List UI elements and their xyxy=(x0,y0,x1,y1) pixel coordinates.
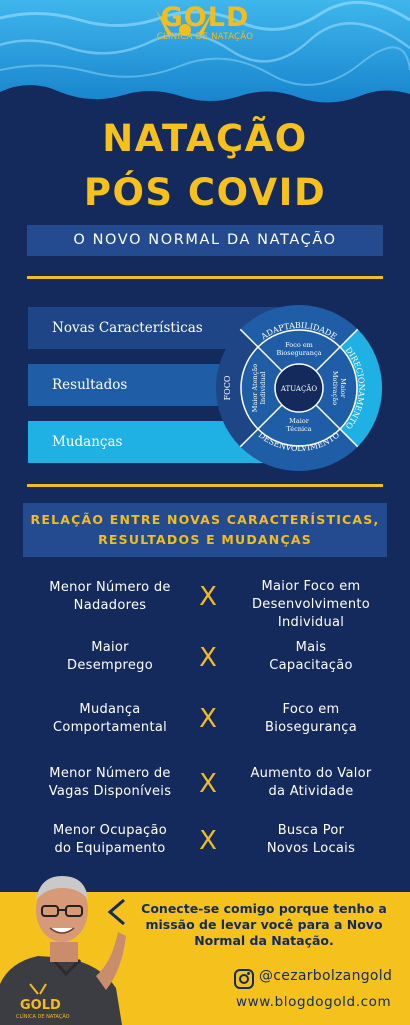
versus-x-icon: X xyxy=(199,643,217,673)
author-photo: GOLD CLÍNICA DE NATAÇÃO xyxy=(0,876,126,1025)
comparison-left-line: Nadadores xyxy=(73,598,147,613)
comparison-left: Maior Desemprego xyxy=(30,639,190,675)
inner-label-top-2: Biosegurança xyxy=(277,349,322,357)
comparison-left-line: Menor Número de xyxy=(49,580,171,595)
comparison-left: Menor Ocupação do Equipamento xyxy=(30,822,190,858)
logo-tagline: CLÍNICA DE NATAÇÃO xyxy=(156,32,254,42)
comparison-right-line: Individual xyxy=(277,615,345,630)
versus-x-icon: X xyxy=(199,826,217,856)
versus-x-icon: X xyxy=(199,704,217,734)
comparison-right: Busca Por Novos Locais xyxy=(226,822,396,858)
inner-label-left-2: Individual xyxy=(259,371,267,404)
comparison-row: Mudança Comportamental X Foco em Biosegu… xyxy=(0,700,410,746)
divider-middle xyxy=(27,484,383,487)
divider-top xyxy=(27,276,383,279)
cta-line: Normal da Natação. xyxy=(194,933,334,948)
comparison-left-line: Desemprego xyxy=(67,658,153,673)
cta-line: missão de levar você para a Novo xyxy=(145,917,383,932)
water-background xyxy=(0,0,410,130)
comparison-right: Aumento do Valor da Atividade xyxy=(226,765,396,801)
inner-label-right-2: Motivação xyxy=(331,371,339,405)
comparison-left-line: Vagas Disponíveis xyxy=(48,784,172,799)
comparison-left-line: Mudança xyxy=(79,702,141,717)
versus-x-icon: X xyxy=(199,582,217,612)
gold-logo: GOLD CLÍNICA DE NATAÇÃO xyxy=(150,4,260,42)
comparison-right-line: Capacitação xyxy=(269,658,353,673)
section-heading-line-2: RESULTADOS E MUDANÇAS xyxy=(98,532,312,547)
comparison-right-line: Novos Locais xyxy=(266,841,356,856)
inner-label-bottom-2: Técnica xyxy=(286,425,311,433)
comparison-right-line: Mais xyxy=(295,640,327,655)
inner-label-left-1: Maior Atenção xyxy=(251,364,259,412)
comparison-right-line: Maior Foco em xyxy=(261,579,361,594)
center-circle xyxy=(274,363,324,413)
comparison-left-line: Menor Ocupação xyxy=(53,823,167,838)
comparison-right-line: Foco em xyxy=(282,702,340,717)
comparison-right-line: Aumento do Valor xyxy=(250,766,372,781)
title-line-1: NATAÇÃO xyxy=(102,117,308,160)
comparison-right-line: Biosegurança xyxy=(264,720,357,735)
comparison-row: Menor Número de Nadadores X Maior Foco e… xyxy=(0,578,410,630)
comparison-left-line: Menor Número de xyxy=(49,766,171,781)
versus-x-icon: X xyxy=(199,769,217,799)
shirt-logo-wordmark: GOLD xyxy=(20,998,61,1013)
comparison-right: Mais Capacitação xyxy=(226,639,396,675)
comparison-left: Menor Número de Vagas Disponíveis xyxy=(30,765,190,801)
section-heading-line-1: RELAÇÃO ENTRE NOVAS CARACTERÍSTICAS, xyxy=(30,512,380,527)
comparison-row: Menor Número de Vagas Disponíveis X Aume… xyxy=(0,765,410,811)
comparison-left: Mudança Comportamental xyxy=(30,701,190,737)
comparison-left-line: Comportamental xyxy=(52,720,168,735)
instagram-handle-link[interactable]: @cezarbolzangold xyxy=(259,968,393,984)
website-link[interactable]: www.blogdogold.com xyxy=(236,994,392,1010)
comparison-row: Menor Ocupação do Equipamento X Busca Po… xyxy=(0,822,410,868)
atuacao-wheel-diagram: ATUAÇÃO ADAPTABILIDADE DIRECIONAMENTO DE… xyxy=(216,305,382,471)
center-label: ATUAÇÃO xyxy=(280,384,317,393)
comparison-right-line: Desenvolvimento xyxy=(251,597,371,612)
title-line-2: PÓS COVID xyxy=(83,171,327,214)
inner-label-bottom-1: Maior xyxy=(289,417,310,425)
comparison-left-line: Maior xyxy=(91,640,129,655)
shirt-logo-tagline: CLÍNICA DE NATAÇÃO xyxy=(16,1013,70,1020)
comparison-row: Maior Desemprego X Mais Capacitação xyxy=(0,639,410,685)
comparison-right-line: Busca Por xyxy=(277,823,345,838)
comparison-left: Menor Número de Nadadores xyxy=(30,579,190,615)
comparison-right: Foco em Biosegurança xyxy=(226,701,396,737)
inner-label-right-1: Maior xyxy=(339,378,347,399)
subtitle-banner: O NOVO NORMAL DA NATAÇÃO xyxy=(27,225,383,256)
comparison-right: Maior Foco em Desenvolvimento Individual xyxy=(226,578,396,632)
swimmer-arms-icon xyxy=(156,10,214,36)
inner-label-top-1: Foco em xyxy=(285,341,313,349)
call-to-action-text: Conecte-se comigo porque tenho a missão … xyxy=(128,901,400,949)
instagram-icon[interactable] xyxy=(234,969,254,989)
comparison-left-line: do Equipamento xyxy=(54,841,166,856)
header-water-banner: GOLD CLÍNICA DE NATAÇÃO xyxy=(0,0,410,130)
cta-line: Conecte-se comigo porque tenho a xyxy=(141,901,387,916)
comparison-right-line: da Atividade xyxy=(268,784,354,799)
outer-label-left: FOCO xyxy=(223,375,232,400)
section-heading: RELAÇÃO ENTRE NOVAS CARACTERÍSTICAS, RES… xyxy=(23,503,387,557)
pointing-arrow-icon xyxy=(107,898,125,926)
